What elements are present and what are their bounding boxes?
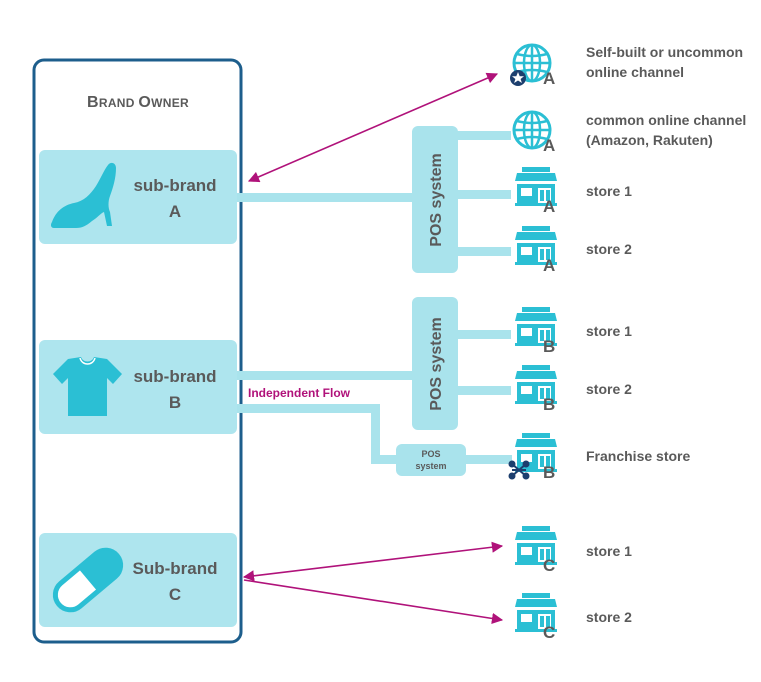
- pill-capsule-icon: [52, 547, 124, 613]
- channel-letter: C: [543, 556, 555, 575]
- high-heel-icon: [50, 162, 116, 228]
- channel-label: online channel: [586, 64, 684, 80]
- arrow-c-store1: [242, 541, 504, 582]
- connector-b-store2: [456, 386, 511, 395]
- channel-letter: A: [543, 136, 555, 155]
- sub-brand-c-line2: C: [169, 585, 181, 604]
- channel-letter: A: [543, 69, 555, 88]
- network-badge-icon: [508, 460, 530, 480]
- channel-label: common online channel: [586, 112, 746, 128]
- connector-b-franchise-out: [464, 455, 512, 464]
- channel-label: store 2: [586, 381, 632, 397]
- channel-label: store 1: [586, 183, 632, 199]
- channel-letter: A: [543, 197, 555, 216]
- channel-letter: B: [543, 395, 555, 414]
- channel-label: Self-built or uncommon: [586, 44, 743, 60]
- pos-system-b: [412, 297, 458, 430]
- connector-a-online: [456, 131, 511, 140]
- star-badge-icon: [510, 70, 526, 86]
- channel-label: store 1: [586, 543, 632, 559]
- arrow-a-self-built: [247, 72, 499, 183]
- sub-brand-c-panel: [39, 533, 237, 627]
- pos-system-b-label: POS system: [428, 317, 445, 410]
- pos-system-a-label: POS system: [428, 153, 445, 246]
- connector-a-main: [236, 193, 414, 202]
- sub-brand-b-line2: B: [169, 393, 181, 412]
- channel-labels: Self-built or uncommon online channel co…: [586, 44, 746, 625]
- t-shirt-icon: [53, 357, 122, 416]
- independent-flow-label: Independent Flow: [248, 386, 351, 400]
- channel-label: Franchise store: [586, 448, 690, 464]
- channel-letter: B: [543, 463, 555, 482]
- connectors: [236, 131, 512, 464]
- sub-brand-a-line2: A: [169, 202, 181, 221]
- channel-label: store 2: [586, 609, 632, 625]
- sub-brand-a-panel: [39, 150, 237, 244]
- channel-letter: C: [543, 623, 555, 642]
- connector-b-store1: [456, 330, 511, 339]
- brand-owner-title: BRAND OWNER: [87, 94, 189, 111]
- pos-system-franchise-line2: system: [415, 461, 446, 471]
- connector-a-store2: [456, 247, 511, 256]
- sub-brand-c-line1: Sub-brand: [133, 559, 218, 578]
- connector-b-main: [236, 371, 414, 380]
- pos-system-franchise: [396, 444, 466, 476]
- channel-label: store 1: [586, 323, 632, 339]
- connector-b-franchise: [236, 404, 398, 464]
- channel-letter: B: [543, 337, 555, 356]
- channel-letters: A A A A B B B C C: [543, 69, 555, 642]
- channel-label: store 2: [586, 241, 632, 257]
- pos-system-franchise-line1: POS: [421, 449, 440, 459]
- sub-brand-a-line1: sub-brand: [133, 176, 216, 195]
- channel-letter: A: [543, 256, 555, 275]
- connector-a-store1: [456, 190, 511, 199]
- arrow-c-store2: [243, 579, 504, 624]
- sub-brand-b-line1: sub-brand: [133, 367, 216, 386]
- channel-label: (Amazon, Rakuten): [586, 132, 713, 148]
